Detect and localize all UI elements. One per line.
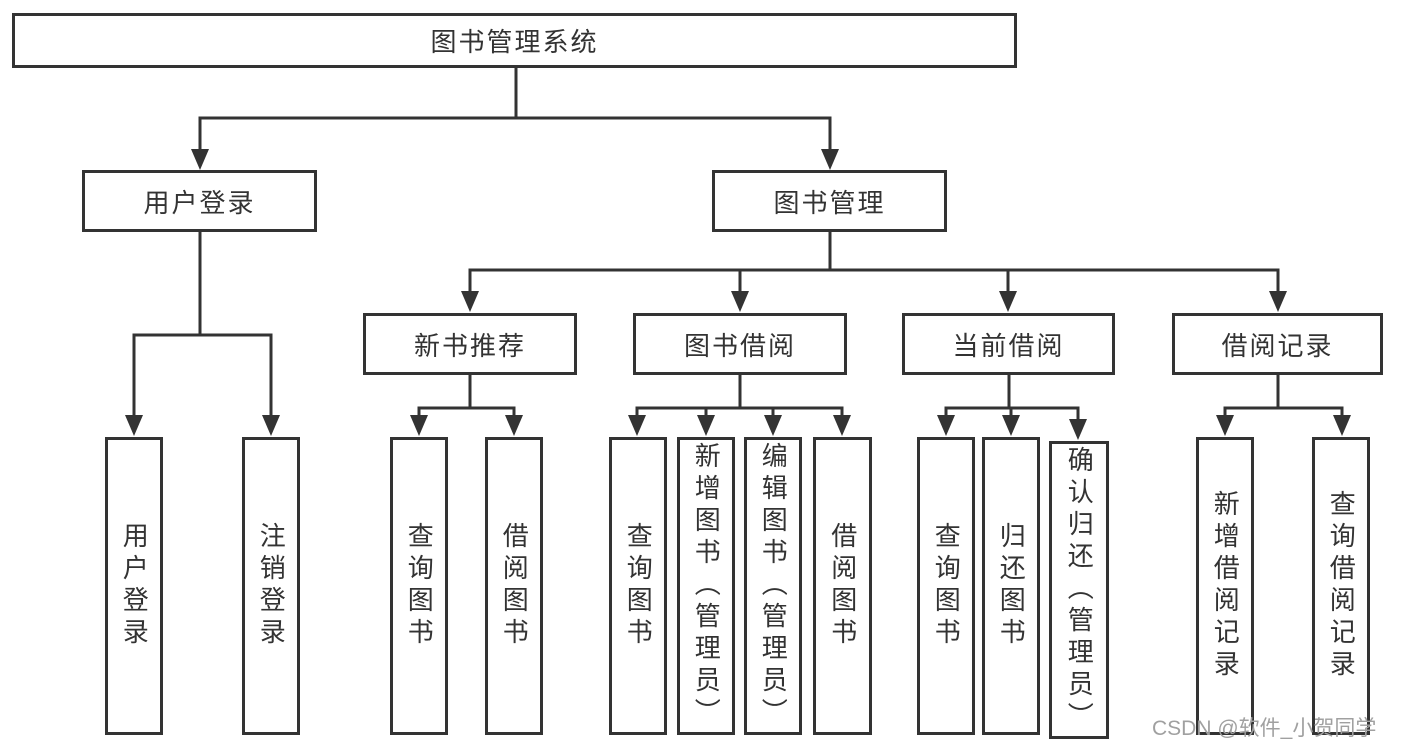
node-label: 用户登录 <box>119 522 150 650</box>
node-label: 当前借阅 <box>952 330 1065 361</box>
node-label: 归还图书 <box>996 522 1027 650</box>
node-label: 图书管理系统 <box>430 27 599 57</box>
node-label: 查询借阅记录 <box>1326 490 1357 682</box>
leaf-borrow-books: 借阅图书 <box>813 437 872 735</box>
csdn-watermark: CSDN @软件_小贺同学 <box>1152 717 1377 740</box>
leaf-logout: 注销登录 <box>242 437 300 735</box>
node-label: 借阅图书 <box>827 522 858 650</box>
leaf-borrow-books-recommend: 借阅图书 <box>485 437 543 735</box>
leaf-user-login: 用户登录 <box>105 437 163 735</box>
node-label: 用户登录 <box>143 187 256 218</box>
node-user-login: 用户登录 <box>82 170 317 232</box>
node-book-borrow: 图书借阅 <box>633 313 847 375</box>
leaf-add-borrow-record: 新增借阅记录 <box>1196 437 1254 735</box>
node-book-management: 图书管理 <box>712 170 947 232</box>
leaf-edit-book-admin: 编辑图书（管理员） <box>744 437 802 735</box>
node-label: 查询图书 <box>623 522 654 650</box>
node-label: 新增借阅记录 <box>1210 490 1241 682</box>
leaf-add-book-admin: 新增图书（管理员） <box>677 437 735 735</box>
leaf-query-books-borrow: 查询图书 <box>609 437 667 735</box>
node-label: 图书管理 <box>773 187 886 218</box>
node-root-system: 图书管理系统 <box>12 13 1017 68</box>
node-label: 图书借阅 <box>683 330 796 361</box>
node-label: 新书推荐 <box>413 330 526 361</box>
node-label: 查询图书 <box>931 522 962 650</box>
node-label: 注销登录 <box>256 522 287 650</box>
node-label: 借阅图书 <box>499 522 530 650</box>
node-label: 借阅记录 <box>1221 330 1334 361</box>
node-label: 查询图书 <box>404 522 435 650</box>
leaf-return-books: 归还图书 <box>982 437 1040 735</box>
leaf-confirm-return-admin: 确认归还（管理员） <box>1049 441 1109 739</box>
leaf-query-books-current: 查询图书 <box>917 437 975 735</box>
node-new-book-recommend: 新书推荐 <box>363 313 577 375</box>
node-label: 新增图书（管理员） <box>691 442 722 730</box>
node-current-borrow: 当前借阅 <box>902 313 1115 375</box>
node-borrow-records: 借阅记录 <box>1172 313 1383 375</box>
node-label: 确认归还（管理员） <box>1064 446 1095 734</box>
leaf-query-borrow-record: 查询借阅记录 <box>1312 437 1370 735</box>
leaf-query-books-recommend: 查询图书 <box>390 437 448 735</box>
node-label: 编辑图书（管理员） <box>758 442 789 730</box>
